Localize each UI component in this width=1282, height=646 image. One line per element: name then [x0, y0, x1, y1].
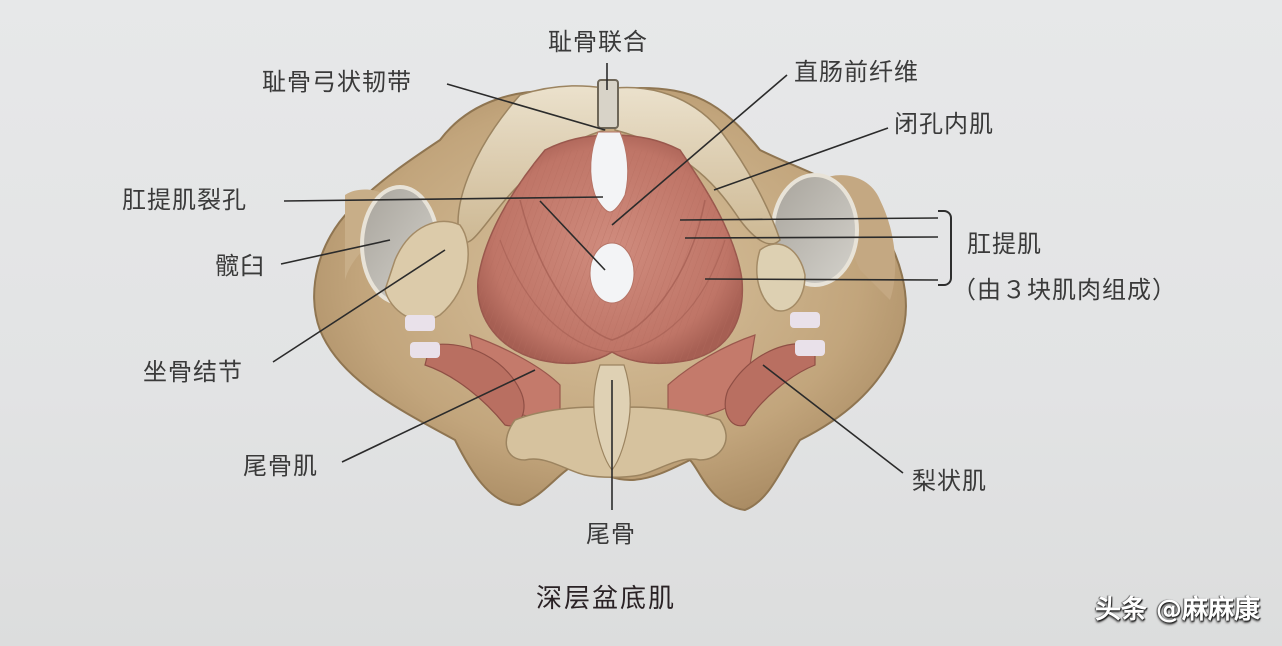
watermark: 头条 @麻麻康 — [1094, 595, 1260, 625]
leader-lines — [272, 63, 939, 510]
ligament — [410, 342, 440, 358]
ligament — [795, 340, 825, 356]
pubic-ramus-right — [614, 86, 781, 245]
anal-hiatus — [589, 242, 635, 304]
ischial-tuberosity — [384, 220, 469, 321]
pubic-symphysis — [597, 79, 619, 129]
label-coccyx: 尾骨 — [586, 520, 636, 548]
levator-ani-brace — [938, 210, 952, 286]
label-acetabulum: 髋臼 — [215, 252, 265, 280]
piriformis-muscle-right — [724, 343, 816, 427]
ligament — [405, 315, 435, 331]
label-piriformis: 梨状肌 — [912, 467, 987, 495]
diagram-title: 深层盆底肌 — [536, 584, 677, 614]
label-prerectal-fibers: 直肠前纤维 — [794, 58, 919, 86]
label-pubic-symphysis: 耻骨联合 — [548, 28, 648, 56]
label-levator-ani-note: （由３块肌肉组成） — [952, 276, 1177, 304]
label-ischial-tuberosity: 坐骨结节 — [143, 358, 243, 386]
label-levator-hiatus: 肛提肌裂孔 — [122, 186, 247, 214]
label-coccygeus: 尾骨肌 — [243, 452, 318, 480]
label-arcuate-pubic-ligament: 耻骨弓状韧带 — [262, 68, 412, 96]
ischial-bone-right — [756, 243, 806, 312]
pubic-ramus-left — [457, 85, 606, 244]
label-obturator-internus: 闭孔内肌 — [894, 110, 994, 138]
ligament — [790, 312, 820, 328]
urogenital-hiatus — [590, 131, 629, 213]
label-levator-ani: 肛提肌 — [967, 230, 1042, 258]
